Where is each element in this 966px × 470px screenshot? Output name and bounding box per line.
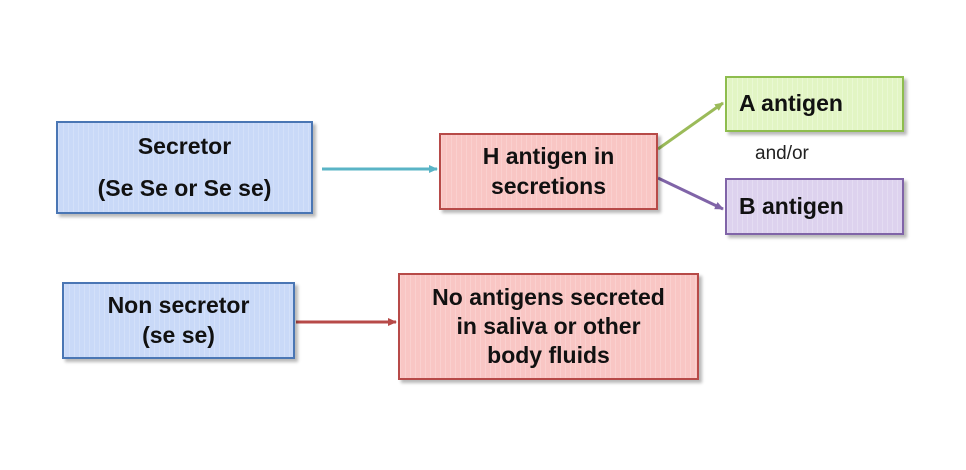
a-antigen-box: A antigen [725,76,904,132]
no-antigens-line-2: in saliva or other [456,312,641,339]
a-antigen-label: A antigen [739,90,843,117]
non-secretor-genotype: (se se) [142,321,215,348]
arrow-h-antigen-to-a-antigen [657,101,724,151]
secretor-title: Secretor [137,132,232,159]
no-antigens-line-3: body fluids [487,342,610,369]
b-antigen-label: B antigen [739,192,844,219]
b-antigen-box: B antigen [725,178,904,235]
no-antigens-line-1: No antigens secreted [432,283,665,310]
h-antigen-box: H antigen in secretions [439,133,658,210]
h-antigen-line-1: H antigen in [482,142,615,169]
no-antigens-box: No antigens secreted in saliva or other … [398,273,699,380]
and-or-label: and/or [755,143,809,164]
h-antigen-line-2: secretions [490,172,607,199]
secretor-genotype: (Se Se or Se se) [97,174,272,201]
secretor-box: Secretor (Se Se or Se se) [56,121,313,214]
non-secretor-box: Non secretor (se se) [62,282,295,359]
arrow-h-antigen-to-b-antigen [657,176,724,211]
non-secretor-title: Non secretor [107,291,250,318]
